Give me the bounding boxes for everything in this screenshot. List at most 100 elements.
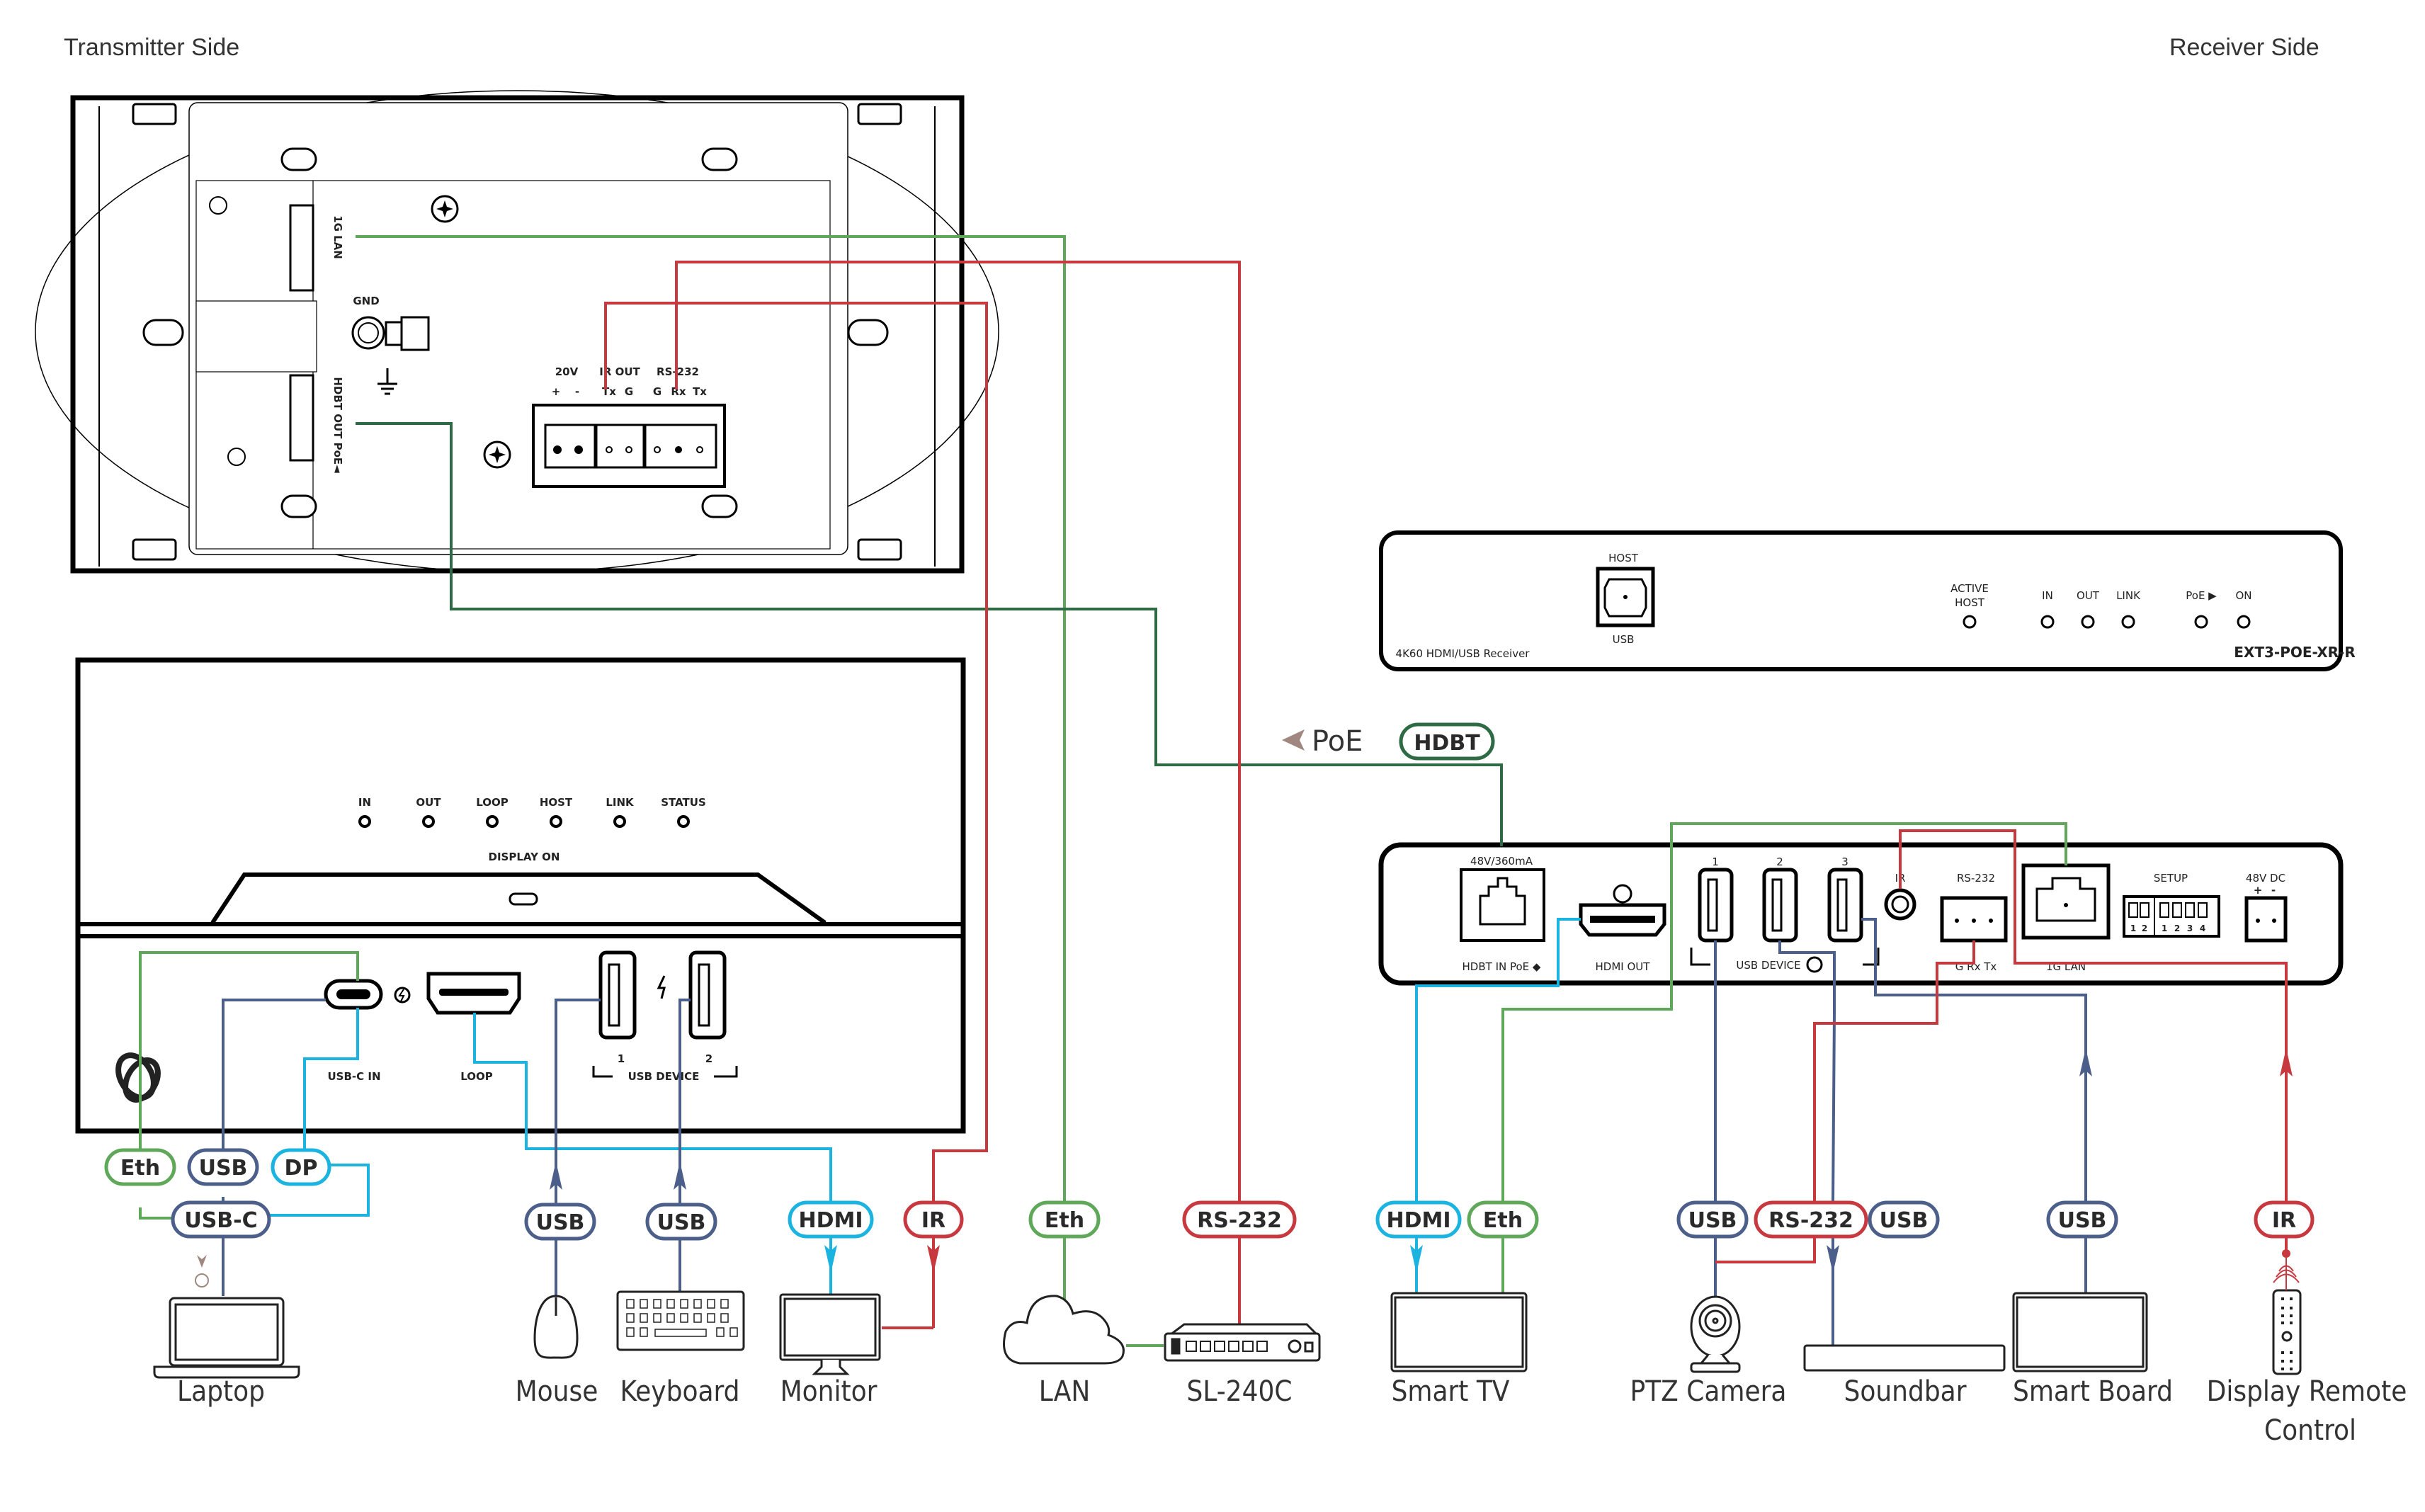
cable-label-mouse-usb: USB <box>524 1203 596 1241</box>
devices <box>153 1249 2302 1379</box>
cable-tie-icon <box>115 1052 161 1103</box>
device-name-lan: LAN <box>1039 1375 1090 1408</box>
device-name-soundbar: Soundbar <box>1844 1375 1966 1408</box>
pin-label: - <box>575 385 579 398</box>
wallplate-lan-port <box>289 204 314 292</box>
device-name-remote: Display Remote <box>2207 1375 2407 1408</box>
wallplate-lan-label: 1G LAN <box>331 215 344 259</box>
hdmi-loop-port[interactable] <box>426 972 521 1015</box>
cable-label-text: Eth <box>1045 1208 1084 1233</box>
usb-device-port-2[interactable] <box>688 950 727 1040</box>
device-names: Laptop Mouse Keyboard Monitor LAN SL-240… <box>177 1375 2407 1447</box>
arrow-down-icon <box>927 1245 940 1273</box>
cable-label-text: Eth <box>1483 1208 1523 1233</box>
receiver-front-panel: 48V/360mA HDBT IN PoE ◆ HDMI OUT 1 2 3 U… <box>1378 842 2344 986</box>
cable-label-cam-usb: USB <box>1676 1200 1749 1239</box>
rx-usb-port-2[interactable] <box>1762 868 1798 943</box>
led-indicator <box>2081 615 2095 629</box>
poe-label: PoE <box>1312 725 1363 758</box>
cable-label-laptop-usb: USB <box>187 1148 259 1186</box>
usb-b-host-port[interactable] <box>1596 567 1655 627</box>
usb-port-number: 2 <box>705 1052 712 1065</box>
cable-label-tv-eth: Eth <box>1467 1200 1539 1239</box>
led-indicator <box>422 815 435 828</box>
transmitter-side-title: Transmitter Side <box>64 34 240 61</box>
wire-usb-mouse <box>555 999 601 1204</box>
hdmi-out-port[interactable] <box>1579 884 1666 937</box>
usb-device-port-1[interactable] <box>598 950 637 1040</box>
device-name-remote-line2: Control <box>2264 1414 2356 1447</box>
screw-icon <box>431 195 459 223</box>
led-indicator <box>550 815 562 828</box>
cable-label-sl-rs232: RS-232 <box>1182 1200 1297 1239</box>
ir-jack[interactable] <box>1884 888 1916 921</box>
soundbar-icon <box>1803 1344 2006 1372</box>
arrow-down-icon <box>824 1245 837 1273</box>
rx-usb-port-1[interactable] <box>1698 868 1734 943</box>
led-label: ON <box>2235 589 2251 602</box>
thunderbolt-icon <box>1806 956 1823 973</box>
display-on-button[interactable] <box>509 892 538 906</box>
led-indicator <box>2194 615 2208 629</box>
terminal-block[interactable] <box>532 404 726 488</box>
cable-label-soundbar-usb: USB <box>1868 1200 1940 1239</box>
pin-label: Rx <box>671 385 686 398</box>
led-label: HOST <box>540 796 573 809</box>
device-name-smart-tv: Smart TV <box>1392 1375 1510 1408</box>
led-label: OUT <box>416 796 441 809</box>
wire-dp-usbc <box>261 1164 370 1217</box>
power-arrow-icon <box>197 1255 207 1268</box>
setup-dip-switch[interactable] <box>2123 895 2220 938</box>
wire-eth-usbc <box>139 1207 181 1220</box>
device-name-smart-board: Smart Board <box>2013 1375 2173 1408</box>
product-description: 4K60 HDMI/USB Receiver <box>1396 647 1530 660</box>
cable-label-text: IR <box>921 1208 945 1233</box>
cable-label-cam-rs232: RS-232 <box>1754 1200 1868 1239</box>
led-indicator <box>2237 615 2251 629</box>
cloud-icon <box>1003 1295 1125 1365</box>
rx-usb-port-3[interactable] <box>1827 868 1863 943</box>
host-label: HOST <box>1608 552 1639 564</box>
device-name-monitor: Monitor <box>780 1375 878 1408</box>
remote-control-icon <box>2272 1249 2302 1375</box>
model-name: EXT3-POE-XR-R <box>2234 644 2355 661</box>
power-delivery-icon <box>195 1273 209 1288</box>
loop-label: LOOP <box>460 1070 493 1083</box>
cable-label-text: USB <box>536 1210 585 1235</box>
usb-port-number: 1 <box>618 1052 625 1065</box>
usb-device-label: USB DEVICE <box>628 1070 700 1083</box>
cable-label-board-usb: USB <box>2046 1200 2118 1239</box>
device-name-ptz-camera: PTZ Camera <box>1630 1375 1787 1408</box>
wallplate-gnd-label: GND <box>353 295 379 307</box>
power-pin-label: + <box>2254 884 2263 897</box>
led-indicator <box>613 815 626 828</box>
led-indicator <box>1963 615 1977 629</box>
arrow-down-icon <box>1410 1245 1423 1273</box>
cable-label-lan-eth: Eth <box>1028 1200 1101 1239</box>
wallplate-transmitter: GND 1G LAN HDBT OUT PoE◄ 20V IR OUT RS-2… <box>35 90 999 574</box>
terminal-label-ir-out: IR OUT <box>599 365 640 378</box>
usb-label: USB <box>1613 633 1635 646</box>
rs232-terminal[interactable] <box>1940 896 2008 943</box>
usbc-port[interactable] <box>324 979 383 1010</box>
receiver-side-title: Receiver Side <box>2169 34 2319 61</box>
wire-laptop-dp <box>303 1008 359 1161</box>
lan-port[interactable] <box>2021 863 2111 940</box>
cable-label-text: USB-C <box>184 1208 257 1233</box>
earth-ground-icon <box>377 368 397 395</box>
thunderbolt-icon <box>394 987 411 1004</box>
led-label: STATUS <box>661 796 706 809</box>
led-indicator <box>2040 615 2055 629</box>
hdbt-in-port[interactable] <box>1460 868 1545 942</box>
dip-label: 3 <box>2187 923 2193 933</box>
mouse-icon <box>533 1295 579 1359</box>
wire-laptop-usb <box>222 999 326 1161</box>
cable-label-tv-hdmi: HDMI <box>1375 1200 1462 1239</box>
led-label: IN <box>2042 589 2053 602</box>
power-terminal[interactable] <box>2244 896 2288 943</box>
cable-label-text: HDMI <box>798 1208 863 1233</box>
dip-label: 2 <box>2142 923 2147 933</box>
hdbt-power-label: 48V/360mA <box>1470 855 1533 868</box>
poe-arrow-icon <box>1282 729 1305 751</box>
